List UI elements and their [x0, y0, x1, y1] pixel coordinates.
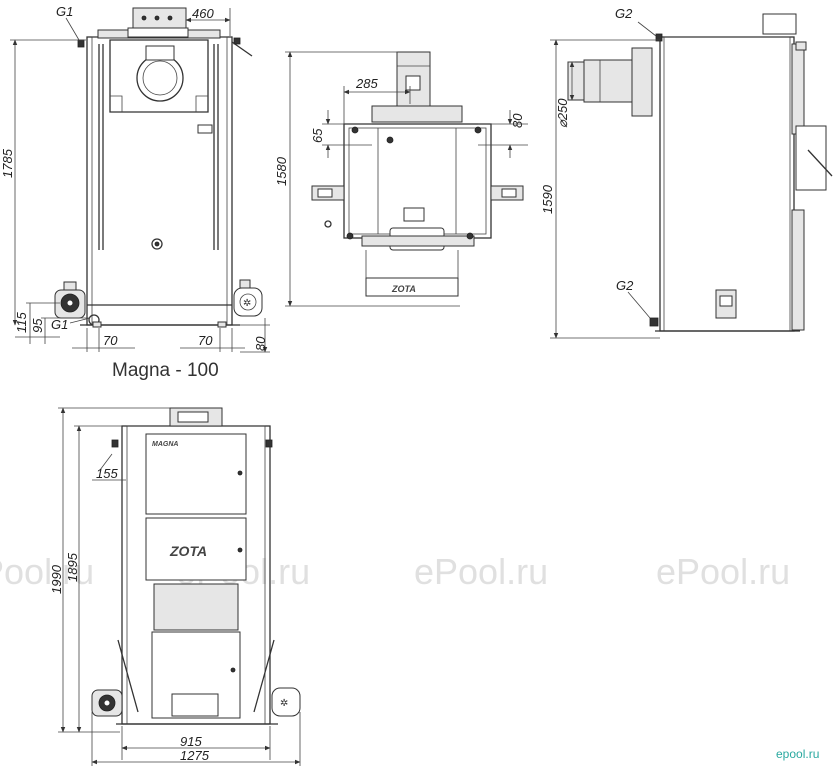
dim-80-middle: 80 — [510, 113, 525, 128]
g1-bottom-label: G1 — [51, 317, 68, 332]
dim-915: 915 — [180, 734, 202, 749]
g2-top-label: G2 — [615, 6, 633, 21]
front-flue-box — [109, 39, 209, 113]
bottom-pump-right: ✲ — [271, 687, 301, 717]
dim-70-right: 70 — [198, 333, 213, 348]
corner-watermark: epool.ru — [776, 747, 819, 761]
door-logo: ZOTA — [169, 543, 207, 559]
middle-logo: ZOTA — [391, 284, 416, 294]
dim-65: 65 — [310, 128, 325, 143]
dim-250: ⌀250 — [555, 98, 570, 128]
dim-1590: 1590 — [540, 184, 555, 214]
middle-door — [145, 517, 247, 581]
side-body — [659, 36, 795, 332]
dim-460: 460 — [192, 6, 214, 21]
side-flue-pipe — [583, 59, 633, 103]
dim-70-left: 70 — [103, 333, 118, 348]
front-view: ✲ G1 G1 460 1785 115 95 — [0, 4, 270, 353]
watermark-row: ePool.ru ePool.ru ePool.ru ePool.ru — [0, 551, 790, 592]
watermark-3: ePool.ru — [414, 551, 548, 592]
front-body-outline — [86, 36, 233, 326]
upper-door-badge: MAGNA — [152, 441, 178, 448]
front-pump-right: ✲ — [233, 279, 263, 317]
svg-text:✲: ✲ — [280, 698, 288, 709]
dim-285: 285 — [355, 76, 378, 91]
dim-115: 115 — [14, 312, 29, 333]
watermark-4: ePool.ru — [656, 551, 790, 592]
svg-text:✲: ✲ — [243, 298, 251, 309]
dim-1275: 1275 — [180, 748, 210, 763]
middle-view: ZOTA 285 65 80 1580 — [274, 51, 528, 307]
front-top-fixture — [132, 7, 187, 31]
bottom-pump-left — [91, 689, 123, 717]
g2-bottom-label: G2 — [616, 278, 634, 293]
dim-1895: 1895 — [65, 552, 80, 582]
dim-1990: 1990 — [49, 564, 64, 594]
dim-95: 95 — [30, 318, 45, 333]
dim-80-front: 80 — [253, 336, 268, 351]
bottom-view: MAGNA ZOTA ✲ 155 1990 — [49, 407, 301, 766]
dim-1580: 1580 — [274, 156, 289, 186]
flue-outlet — [136, 54, 184, 102]
model-title: Magna - 100 — [112, 360, 219, 381]
front-pump-left — [54, 281, 86, 319]
side-view: G2 G2 ⌀250 1590 — [540, 6, 833, 339]
g1-top-label: G1 — [56, 4, 73, 19]
dim-155: 155 — [96, 466, 118, 481]
dim-1785: 1785 — [0, 148, 15, 178]
upper-door — [145, 433, 247, 515]
